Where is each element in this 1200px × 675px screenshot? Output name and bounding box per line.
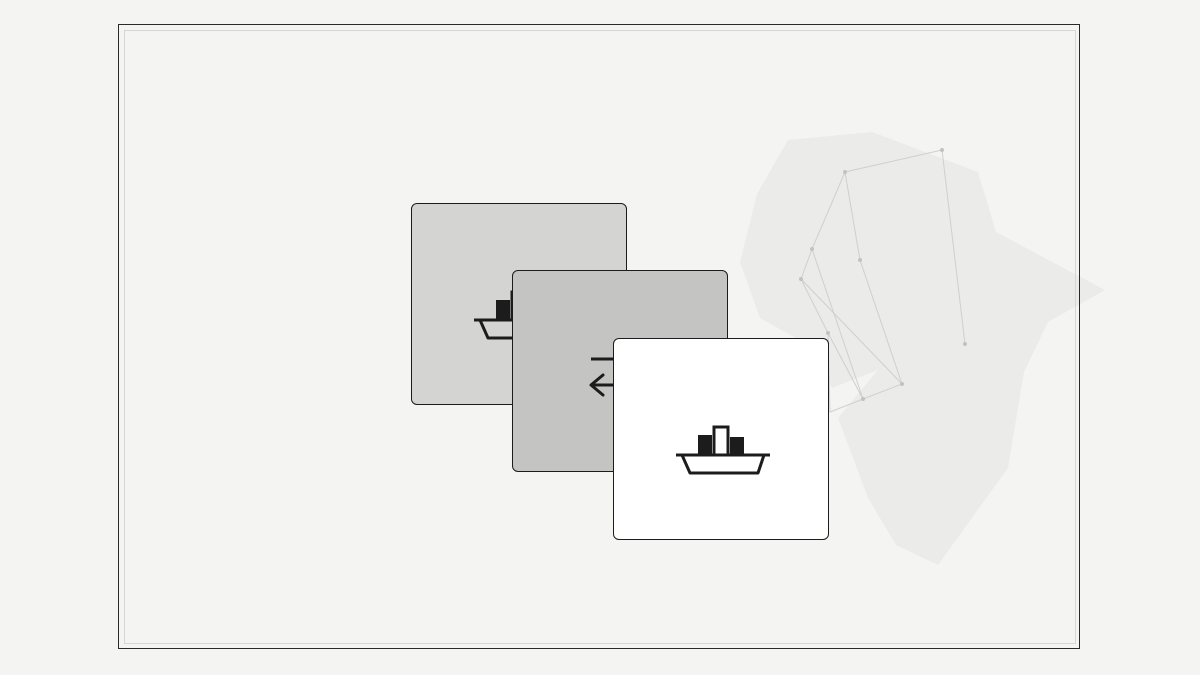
outer-frame: [118, 24, 1080, 649]
route-nodes: [799, 148, 967, 401]
container-ship-icon: [676, 425, 770, 475]
card-front[interactable]: [613, 338, 829, 540]
inner-frame: [124, 30, 1076, 644]
continent-shape: [740, 132, 1105, 565]
